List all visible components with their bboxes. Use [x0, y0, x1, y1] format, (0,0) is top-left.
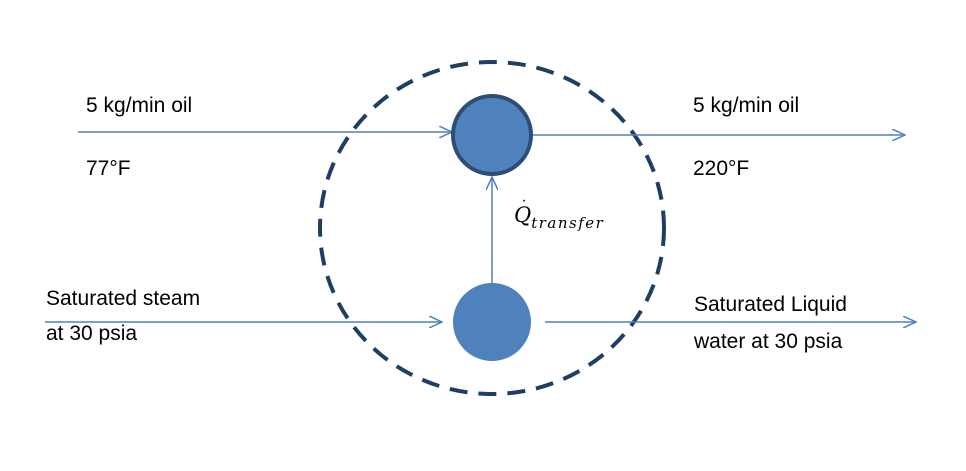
oil-outlet-temperature-label: 220°F: [693, 157, 750, 180]
heat-transfer-label: ˙Qtransfer: [514, 197, 604, 232]
water-outlet-label-line1: Saturated Liquid: [694, 293, 847, 316]
heat-rate-dot: ˙: [520, 197, 528, 216]
system-boundary: [318, 60, 666, 396]
steam-node: [453, 283, 531, 361]
oil-outlet-flow-label: 5 kg/min oil: [693, 94, 800, 117]
steam-inlet-label-line2: at 30 psia: [46, 322, 138, 345]
water-outlet-label-line2: water at 30 psia: [694, 330, 843, 353]
heat-subscript: transfer: [531, 214, 605, 232]
oil-inlet-flow-label: 5 kg/min oil: [86, 94, 193, 117]
oil-node: [451, 94, 533, 176]
oil-inlet-temperature-label: 77°F: [86, 157, 131, 180]
steam-inlet-label-line1: Saturated steam: [46, 287, 201, 310]
heat-symbol: Q: [514, 203, 532, 227]
